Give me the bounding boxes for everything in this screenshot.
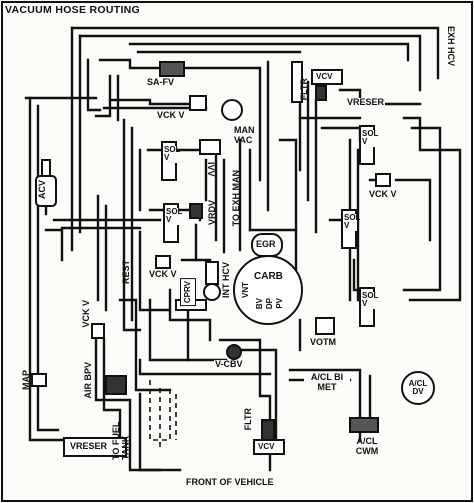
fltr-top-icon <box>315 85 327 101</box>
label-map: MAP <box>21 370 31 390</box>
label-a-cl-bi-met: A/CL BI MET <box>304 372 350 393</box>
hose-top-1 <box>70 26 440 80</box>
label-dp: DP <box>265 298 274 310</box>
a-cl-dv-icon <box>401 371 435 405</box>
a-cl-cwm-icon <box>349 417 379 433</box>
label-vcv-top: VCV <box>316 72 333 81</box>
label-vcv-lower: VCV <box>258 442 275 451</box>
label-vck-v-mid: VCK V <box>148 269 178 279</box>
air-bpv-icon <box>105 375 127 395</box>
vck-v-top-valve-icon <box>189 95 207 111</box>
label-to-exh-man: TO EXH MAN <box>231 170 241 227</box>
label-carb: CARB <box>254 271 283 282</box>
carburetor-icon <box>233 255 303 325</box>
v-cbv-icon <box>226 344 242 360</box>
label-exh-hcv: EXH HCV <box>446 26 456 67</box>
label-sol-v-4: SOL V <box>343 213 361 231</box>
label-sol-v-1: SOL V <box>163 145 181 163</box>
label-pv: PV <box>275 298 284 309</box>
label-a-cl-cwm: A/CL CWM <box>355 436 379 457</box>
label-to-fuel-tank: TO FUEL TANK <box>111 421 131 460</box>
label-cprv: CPRV <box>180 278 196 307</box>
label-vreser-lower: VRESER <box>70 441 108 451</box>
label-sa-fv: SA-FV <box>146 77 175 87</box>
label-bv: BV <box>255 298 264 310</box>
int-hcv-icon <box>203 283 221 301</box>
sa-fv-filter-icon <box>159 61 185 77</box>
label-vreser-top: VRESER <box>346 97 386 107</box>
label-votm: VOTM <box>310 337 336 347</box>
label-man-vac: MAN VAC <box>234 125 255 145</box>
label-vck-v-lower: VCK V <box>81 300 91 328</box>
label-rest: REST <box>121 260 131 285</box>
label-ivv: IVV <box>206 162 216 177</box>
label-vrdv: VRDV <box>207 200 217 226</box>
label-sol-v-3: SOL V <box>361 129 379 147</box>
diagram-title: VACUUM HOSE ROUTING <box>4 4 142 16</box>
label-fltr-top: FLTR <box>299 78 309 101</box>
label-front-of-vehicle: FRONT OF VEHICLE <box>186 477 274 487</box>
label-acv: ACV <box>37 180 47 200</box>
label-a-cl-dv: A/CL DV <box>408 379 428 397</box>
label-v-cbv: V-CBV <box>214 359 244 369</box>
label-egr: EGR <box>256 239 276 249</box>
label-vnt: VNT <box>241 282 250 298</box>
label-vck-v-right: VCK V <box>368 189 398 199</box>
map-sensor-icon <box>31 373 47 387</box>
label-fltr-lower: FLTR <box>243 408 253 431</box>
votm-icon <box>315 317 335 335</box>
man-vac-fitting-icon <box>221 99 243 121</box>
label-air-bpv: AIR BPV <box>83 362 93 399</box>
hose-top-2 <box>78 34 422 92</box>
label-sol-v-2: SOL V <box>165 207 183 225</box>
label-vck-v-top: VCK V <box>156 110 186 120</box>
label-sol-v-5: SOL V <box>361 291 379 309</box>
vreser-lower-box <box>63 437 127 457</box>
label-int-hcv: INT HCV <box>221 262 231 298</box>
